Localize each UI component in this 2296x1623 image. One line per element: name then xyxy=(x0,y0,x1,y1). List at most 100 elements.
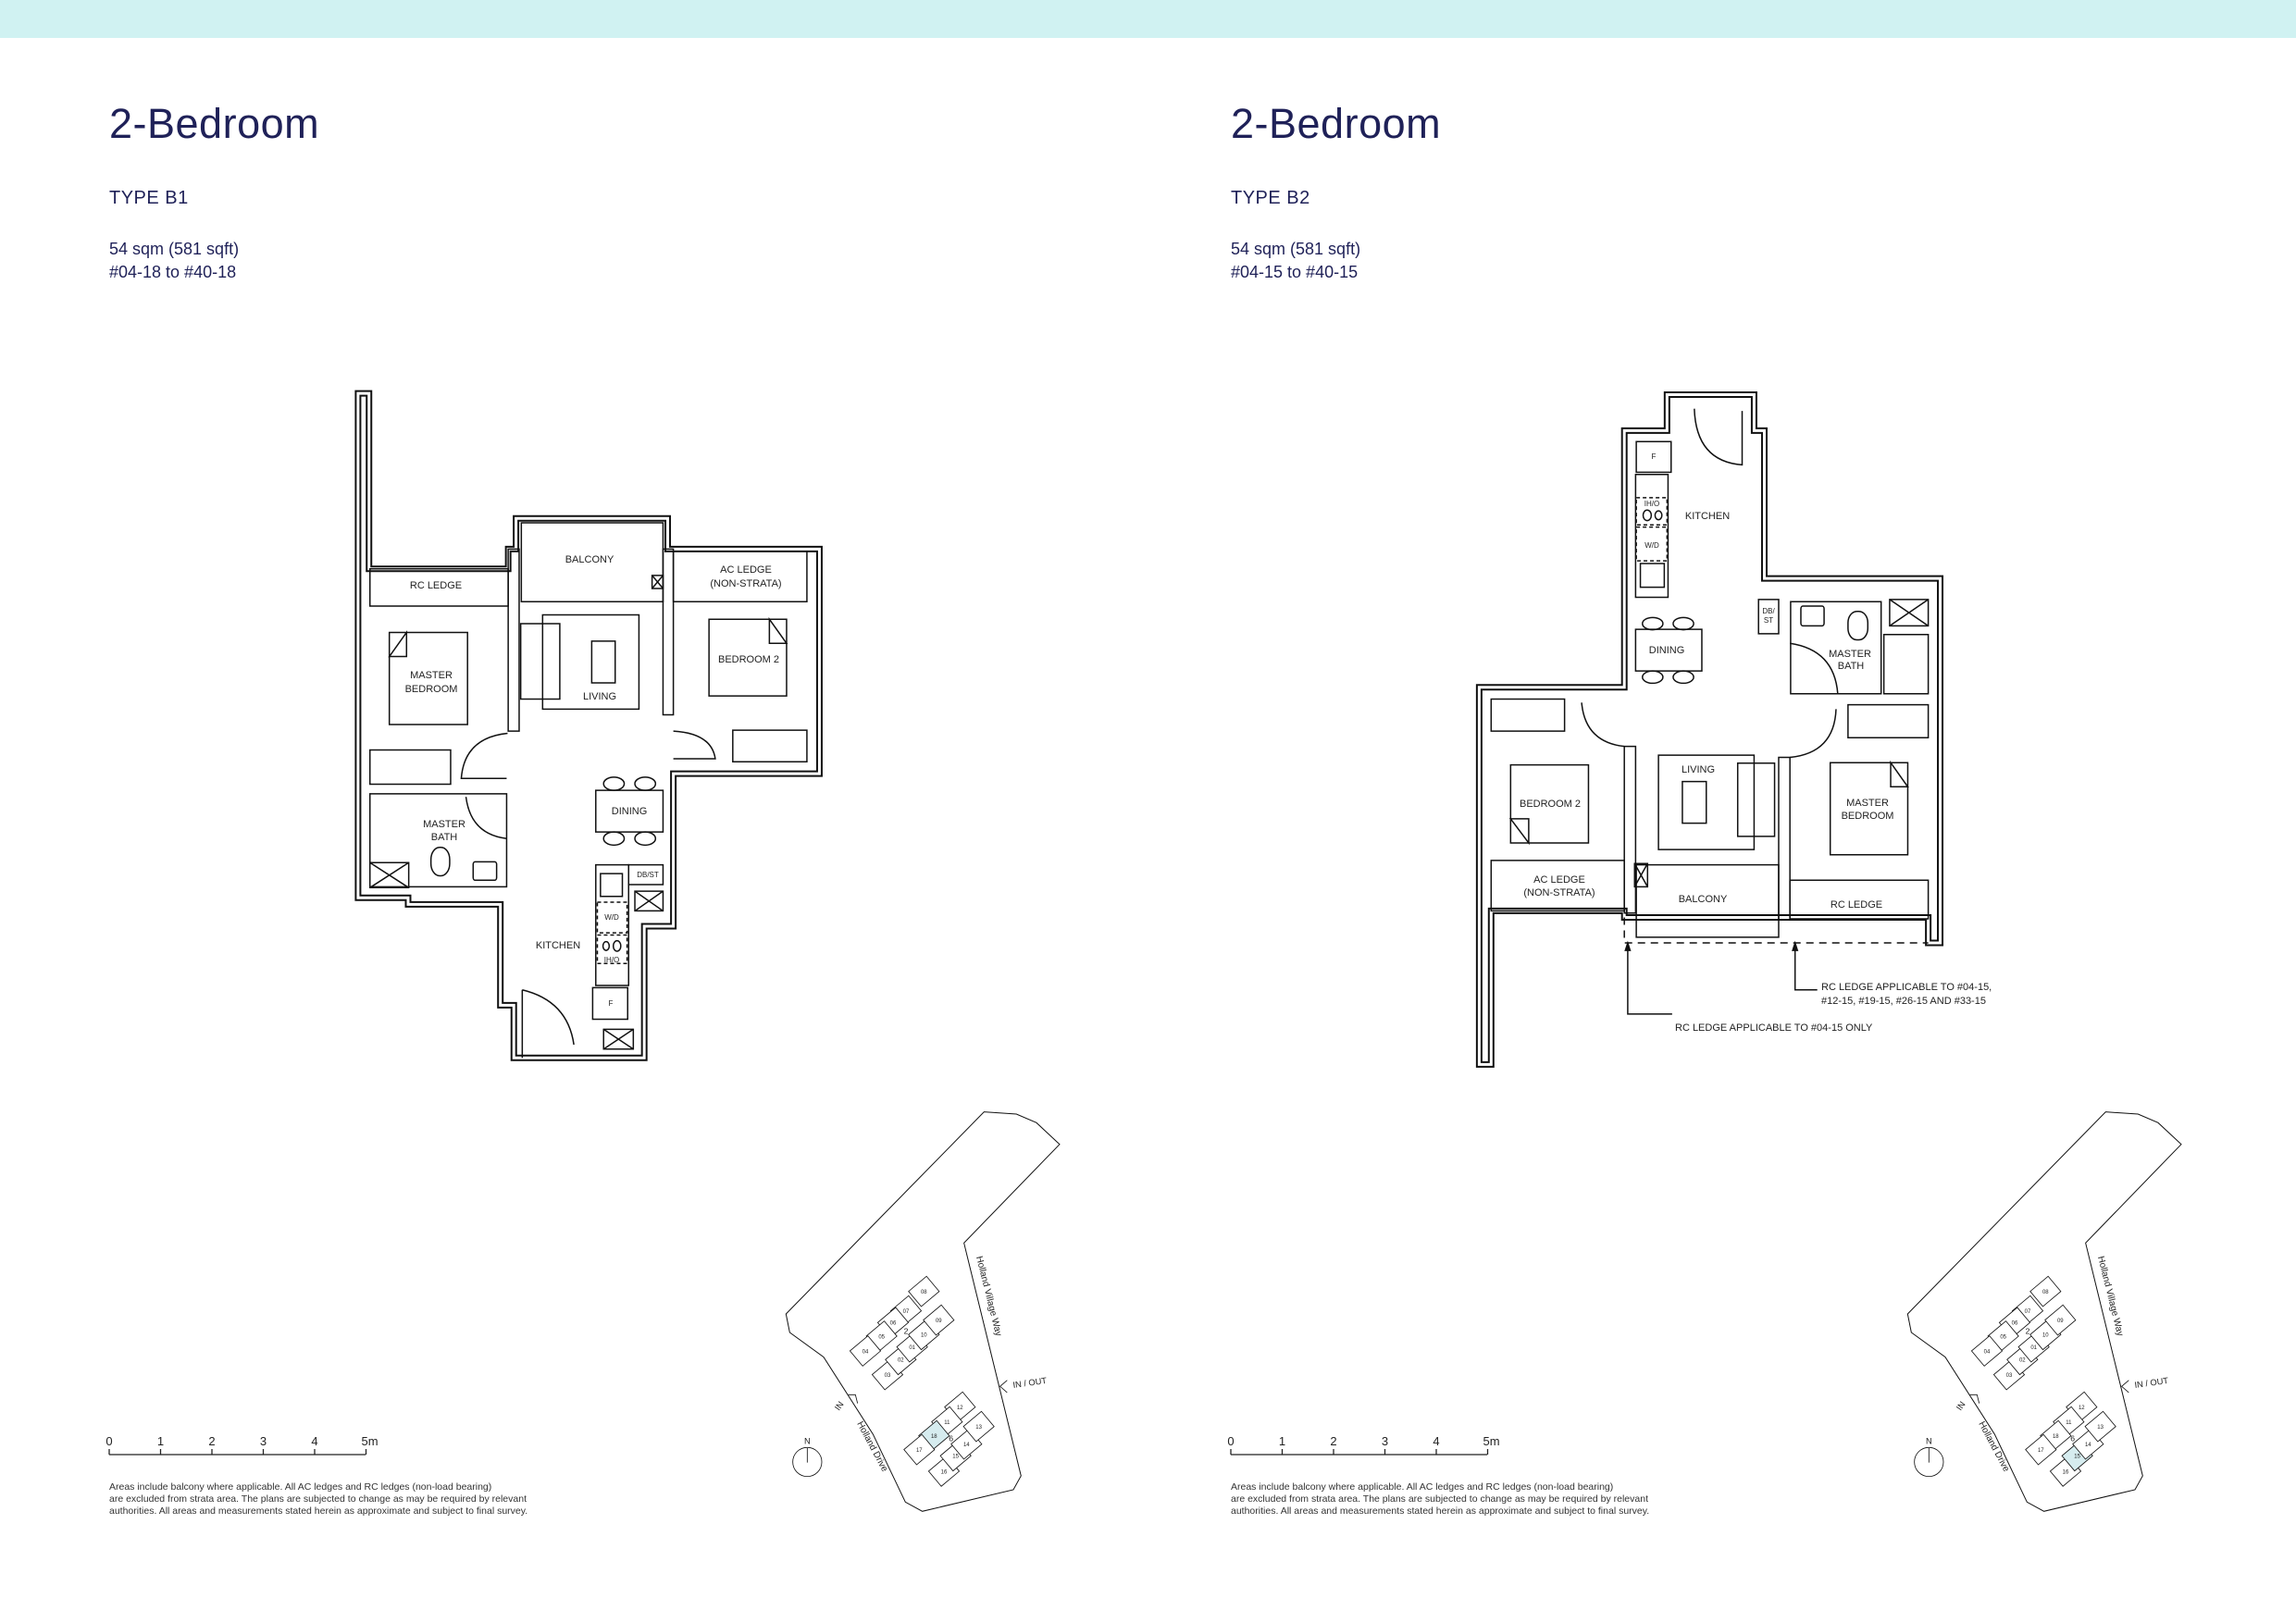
shaft-box xyxy=(1634,863,1647,886)
unit-number: 05 xyxy=(2000,1334,2006,1340)
door-swing xyxy=(1790,709,1836,757)
site-unit xyxy=(1970,1335,2004,1367)
master-bath xyxy=(370,794,507,886)
unit-number: 13 xyxy=(975,1425,982,1431)
footnote-line: Areas include balcony where applicable. … xyxy=(109,1481,492,1493)
unit-number: 11 xyxy=(2066,1420,2072,1426)
door-swing xyxy=(1694,409,1743,465)
room-label: DINING xyxy=(1649,645,1685,656)
room-label: W/D xyxy=(1644,541,1659,550)
unit-number: 04 xyxy=(863,1349,869,1355)
annotation: #12-15, #19-15, #26-15 AND #33-15 xyxy=(1821,996,1986,1007)
outer-wall xyxy=(358,393,820,1058)
room-label: BEDROOM xyxy=(405,684,458,695)
door-swing xyxy=(1582,702,1624,746)
wardrobe xyxy=(733,730,807,762)
sofa xyxy=(1738,763,1775,836)
unit-number: 02 xyxy=(898,1358,904,1364)
coffee-table xyxy=(1682,782,1706,824)
unit-area: 54 sqm (581 sqft) xyxy=(109,240,240,258)
master-bed xyxy=(1831,762,1908,855)
footnote-line: authorities. All areas and measurements … xyxy=(1231,1505,1650,1517)
unit-number: 07 xyxy=(903,1309,910,1315)
block-number: 6 xyxy=(949,1434,953,1443)
unit-number: 11 xyxy=(944,1420,950,1426)
room-label: W/D xyxy=(604,913,619,922)
page-title: 2-Bedroom xyxy=(1231,100,1442,147)
wardrobe xyxy=(1848,705,1929,738)
sofa xyxy=(521,624,560,700)
room-label: BEDROOM 2 xyxy=(1520,799,1581,810)
shaft-box xyxy=(635,891,663,911)
unit-area: 54 sqm (581 sqft) xyxy=(1231,240,1361,258)
internal-wall xyxy=(1779,758,1790,920)
footnote-line: are excluded from strata area. The plans… xyxy=(1231,1493,1648,1505)
room-label: MASTER xyxy=(1846,798,1889,809)
road-label: Holland Drive xyxy=(1976,1420,2011,1474)
entry-label: IN / OUT xyxy=(2134,1376,2169,1390)
room-label: AC LEDGE xyxy=(720,564,772,576)
shaft-box xyxy=(652,576,664,588)
unit-number: 05 xyxy=(878,1334,885,1340)
entry-arrow-icon xyxy=(1969,1380,2129,1404)
scale-label: 5m xyxy=(1483,1434,1499,1448)
room-label: KITCHEN xyxy=(536,940,580,951)
annotation: RC LEDGE APPLICABLE TO #04-15 ONLY xyxy=(1675,1022,1873,1034)
internal-wall xyxy=(508,549,519,731)
entry-arrow-icon xyxy=(848,1380,1008,1404)
unit-number: 08 xyxy=(921,1290,927,1295)
master-bath xyxy=(1791,601,1881,694)
floor-plan-b2-labels: F IH/O W/D KITCHEN DINING DB/ ST MASTER … xyxy=(1520,452,1992,1034)
dining-table xyxy=(596,790,664,832)
ac-ledge xyxy=(674,551,807,602)
unit-number: 01 xyxy=(909,1345,915,1351)
unit-number: 08 xyxy=(2042,1290,2049,1295)
room-label: BATH xyxy=(431,832,458,843)
scale-label: 3 xyxy=(260,1434,267,1448)
entry-label: IN xyxy=(1955,1400,1967,1412)
site-plan: 08070605040302011009121118171615141326Ho… xyxy=(785,1111,1061,1512)
unit-number: 16 xyxy=(2063,1469,2069,1475)
unit-number: 18 xyxy=(2053,1434,2059,1440)
unit-number: 14 xyxy=(963,1443,970,1448)
wardrobe xyxy=(370,750,451,784)
ac-ledge xyxy=(1491,861,1624,911)
floor-plan-b1 xyxy=(358,393,820,1058)
room-label: AC LEDGE xyxy=(1533,874,1585,886)
scale-label: 2 xyxy=(1330,1434,1336,1448)
floor-plan-b1-labels: BALCONY RC LEDGE AC LEDGE (NON-STRATA) M… xyxy=(405,554,782,1008)
db-st-box xyxy=(1758,600,1779,634)
top-banner xyxy=(0,0,2296,38)
room-label: MASTER xyxy=(1829,649,1871,660)
living-rug xyxy=(1658,755,1754,849)
footnote-line: authorities. All areas and measurements … xyxy=(109,1505,528,1517)
north-arrow-icon xyxy=(792,1446,823,1478)
door-swing xyxy=(1790,643,1838,694)
unit-number: 10 xyxy=(921,1333,927,1339)
site-unit xyxy=(903,1433,936,1466)
toilet xyxy=(431,848,450,876)
bedroom2-bed xyxy=(1510,765,1588,843)
unit-number: 16 xyxy=(941,1469,948,1475)
master-bed xyxy=(390,632,468,725)
door-swing xyxy=(461,733,507,778)
room-label: IH/O xyxy=(604,956,619,964)
basin xyxy=(473,861,496,880)
unit-number: 13 xyxy=(2097,1425,2104,1431)
unit-number: 01 xyxy=(2030,1345,2037,1351)
site-unit xyxy=(962,1410,995,1443)
site-unit xyxy=(849,1335,882,1367)
road-label: Holland Drive xyxy=(854,1420,889,1474)
unit-type: TYPE B2 xyxy=(1231,188,1310,208)
room-label: (NON-STRATA) xyxy=(710,578,781,589)
basin xyxy=(1801,606,1824,626)
site-boundary xyxy=(1906,1111,2182,1512)
unit-number: 07 xyxy=(2025,1309,2031,1315)
room-label: DB/ xyxy=(1762,607,1775,615)
shaft-box xyxy=(370,862,409,887)
dining-table xyxy=(1635,629,1702,671)
room-label: RC LEDGE xyxy=(410,580,462,591)
